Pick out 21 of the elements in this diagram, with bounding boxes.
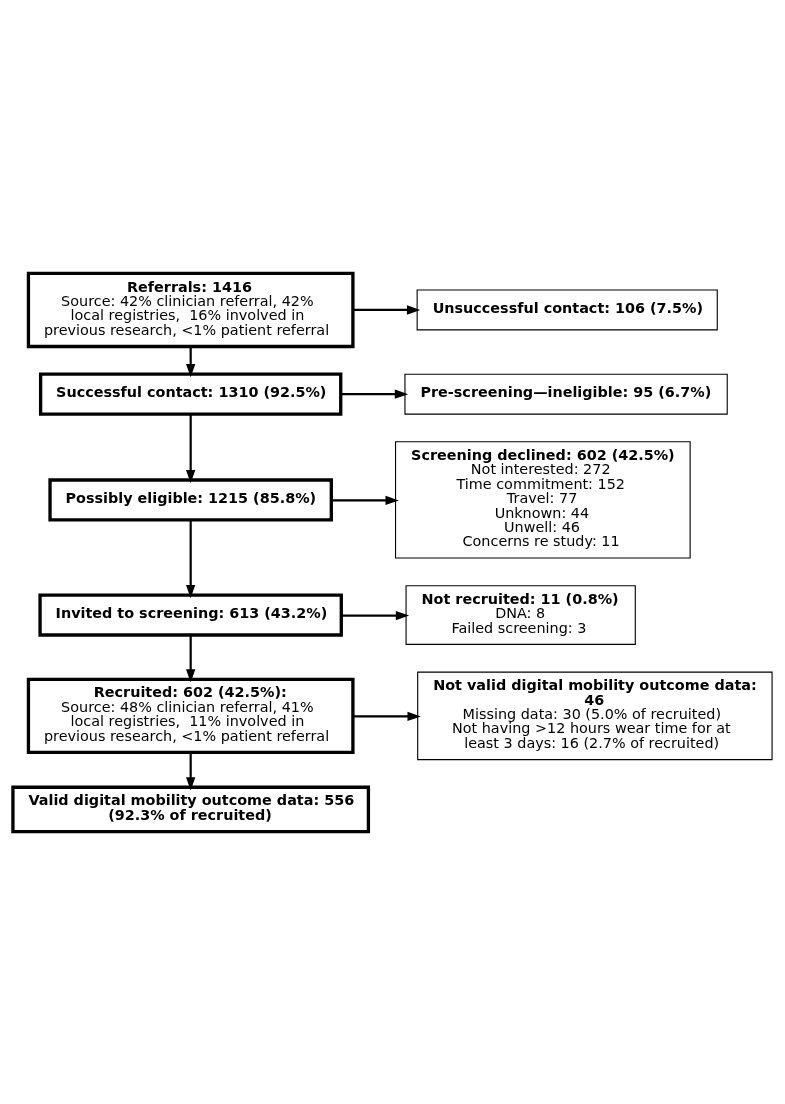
node-box: Not recruited: 11 (0.8%) DNA: 8 Failed screening: 3 (405, 584, 636, 645)
arrow (353, 711, 421, 721)
node-box: Referrals: 1416 Source: 42% clinician referral, 42% local registries, 16% involved in previous research, <1% patient referral (26, 271, 355, 348)
node-box: Recruited: 602 (42.5%): Source: 48% clinician referral, 41% local registries, 11% involved in previous research, <1% patient referral (26, 677, 355, 754)
node-box: Unsuccessful contact: 106 (7.5%) (416, 289, 718, 330)
node-box: Possibly eligible: 1215 (85.8%) (48, 477, 333, 521)
node-box: Screening declined: 602 (42.5%) Not interested: 272 Time commitment: 152 Travel: 77 Unknown: 44 Unwell: 46 Concerns re study: 11 (395, 440, 691, 559)
arrow (186, 346, 196, 377)
node-box: Successful contact: 1310 (92.5%) (38, 372, 343, 416)
node-box: Invited to screening: 613 (43.2%) (38, 593, 343, 637)
node-box: Not valid digital mobility outcome data: 46 Missing data: 30 (5.0% of recruited) Not having >12 hours wear time for at least 3 days: 16 (2.7% of recruited) (417, 671, 773, 760)
arrow (341, 389, 409, 399)
arrow (331, 495, 399, 505)
arrow (186, 519, 196, 598)
arrow (186, 752, 196, 791)
node-box: Valid digital mobility outcome data: 556 (92.3% of recruited) (11, 785, 371, 833)
arrow (186, 634, 196, 683)
node-box: Pre-screening—ineligible: 95 (6.7%) (404, 373, 728, 415)
arrow (353, 304, 421, 315)
arrow (186, 414, 196, 483)
arrow (341, 610, 410, 620)
